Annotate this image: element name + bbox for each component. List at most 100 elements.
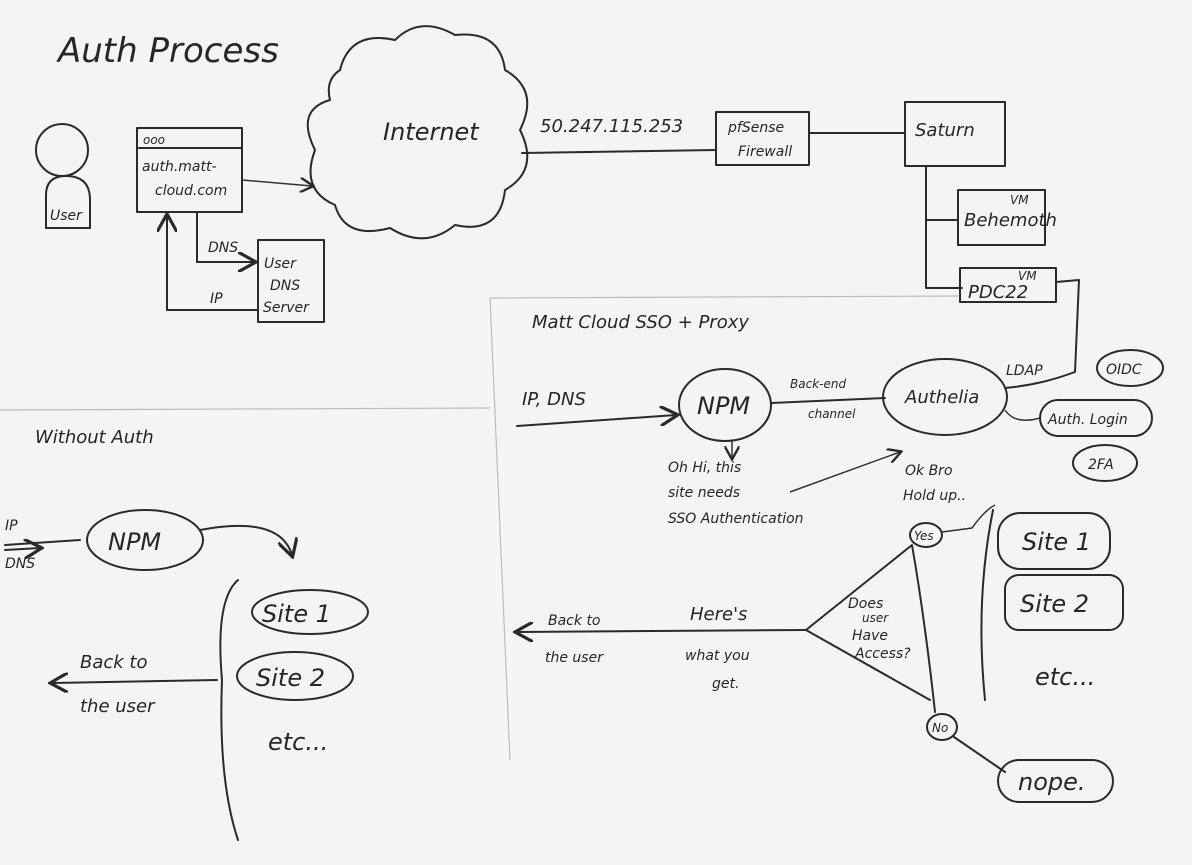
ip-arrow-label: IP (210, 291, 223, 307)
question-line1: Does (848, 596, 883, 612)
without-back-line2: the user (80, 696, 156, 717)
authelia-note-line1: Ok Bro (905, 463, 953, 479)
without-site2-label: Site 2 (256, 664, 325, 692)
nope-label: nope. (1018, 768, 1086, 796)
firewall-line2: Firewall (738, 144, 792, 160)
behemoth-label: Behemoth (964, 210, 1057, 231)
npm-node (678, 368, 772, 442)
result-line1: Here's (690, 604, 747, 625)
browser-titlebar: ooo (143, 133, 165, 147)
without-sites-etc: etc... (268, 728, 328, 756)
no-node (926, 713, 958, 741)
yes-node (909, 522, 943, 548)
npm-note-line3: SSO Authentication (668, 511, 804, 527)
channel-label-1: Back-end (790, 377, 846, 391)
ldap-link (1004, 279, 1080, 389)
firewall-line1: pfSense (727, 120, 784, 136)
dns-arrow-label: DNS (208, 240, 238, 256)
pdc22-vm-box (959, 267, 1057, 303)
without-back-line1: Back to (80, 652, 148, 673)
sso-back-line1: Back to (548, 613, 601, 629)
sso-input-label: IP, DNS (522, 389, 586, 410)
twofa-node (1072, 444, 1138, 482)
browser-url-line1: auth.matt- (142, 159, 217, 175)
user-label: User (50, 208, 83, 224)
access-decision-shape (805, 544, 936, 713)
dns-server-line2: DNS (270, 278, 300, 294)
user-figure: User (35, 123, 91, 229)
without-site1-node (251, 589, 369, 635)
sso-heading: Matt Cloud SSO + Proxy (532, 312, 749, 333)
auth-login-node (1039, 399, 1153, 437)
dns-server-line1: User (264, 256, 297, 272)
npm-label: NPM (697, 392, 750, 420)
behemoth-tag: VM (1010, 193, 1029, 207)
section-divider-horizontal (0, 407, 491, 411)
auth-login-label: Auth. Login (1047, 412, 1128, 428)
without-sites-brace (219, 579, 239, 841)
oidc-label: OIDC (1106, 362, 1142, 378)
saturn-box (904, 101, 1006, 167)
without-npm-label: NPM (108, 528, 161, 556)
result-line3: get. (712, 676, 739, 692)
backend-channel-link (770, 397, 886, 404)
twofa-label: 2FA (1088, 457, 1114, 473)
no-label: No (932, 721, 948, 735)
channel-label-2: channel (808, 407, 856, 421)
ip-arrow (167, 216, 259, 311)
question-line4: Access? (854, 646, 911, 662)
authelia-login-link (1004, 409, 1041, 421)
oidc-node (1096, 349, 1164, 387)
npm-note-line1: Oh Hi, this (668, 460, 741, 476)
behemoth-vm-box (957, 189, 1046, 246)
without-back-arrow (52, 680, 218, 683)
diagram-title: Auth Process (56, 31, 279, 71)
without-auth-heading: Without Auth (35, 427, 154, 448)
authelia-node (882, 358, 1008, 436)
dns-server-line3: Server (263, 300, 310, 316)
without-npm-arrow (199, 524, 292, 555)
sso-sites-brace (980, 509, 994, 701)
sso-back-line2: the user (545, 650, 604, 666)
dns-arrow (196, 211, 254, 262)
npm-to-authelia-arrow (789, 452, 900, 493)
without-npm-node (86, 509, 204, 571)
question-line2: user (862, 611, 889, 625)
saturn-vm-links (925, 165, 963, 289)
sso-site2-label: Site 2 (1020, 590, 1089, 618)
pdc22-label: PDC22 (968, 282, 1028, 303)
authelia-note-line2: Hold up.. (903, 488, 966, 504)
without-site1-label: Site 1 (262, 600, 331, 628)
sso-input-arrow (516, 415, 676, 427)
sso-site1-label: Site 1 (1022, 528, 1091, 556)
sso-site1-node (997, 512, 1111, 570)
ldap-label: LDAP (1006, 363, 1043, 379)
yes-link (941, 504, 996, 533)
sso-sites-etc: etc... (1035, 663, 1095, 691)
internet-cloud (306, 25, 529, 240)
sso-back-arrow (517, 630, 807, 632)
public-ip-label: 50.247.115.253 (540, 116, 683, 137)
section-divider-vertical (489, 297, 511, 761)
browser-window: ooo auth.matt- cloud.com (136, 127, 243, 213)
saturn-label: Saturn (915, 120, 975, 141)
npm-note-line2: site needs (668, 485, 740, 501)
internet-firewall-link (521, 149, 717, 154)
question-line3: Have (852, 628, 888, 644)
without-input-arrow (4, 540, 81, 550)
authelia-label: Authelia (904, 387, 979, 408)
pfsense-firewall-box (715, 111, 810, 166)
result-line2: what you (685, 648, 750, 664)
no-link (953, 736, 1006, 773)
browser-internet-arrow (241, 180, 312, 186)
sso-section-top-border (489, 295, 959, 299)
nope-node (997, 759, 1114, 803)
pdc22-tag: VM (1018, 269, 1037, 283)
sso-site2-node (1004, 574, 1124, 631)
browser-url-line2: cloud.com (155, 183, 227, 199)
without-site2-node (236, 651, 354, 701)
without-input-dns: DNS (5, 556, 35, 572)
internet-label: Internet (383, 118, 480, 146)
without-input-ip: IP (5, 518, 18, 534)
